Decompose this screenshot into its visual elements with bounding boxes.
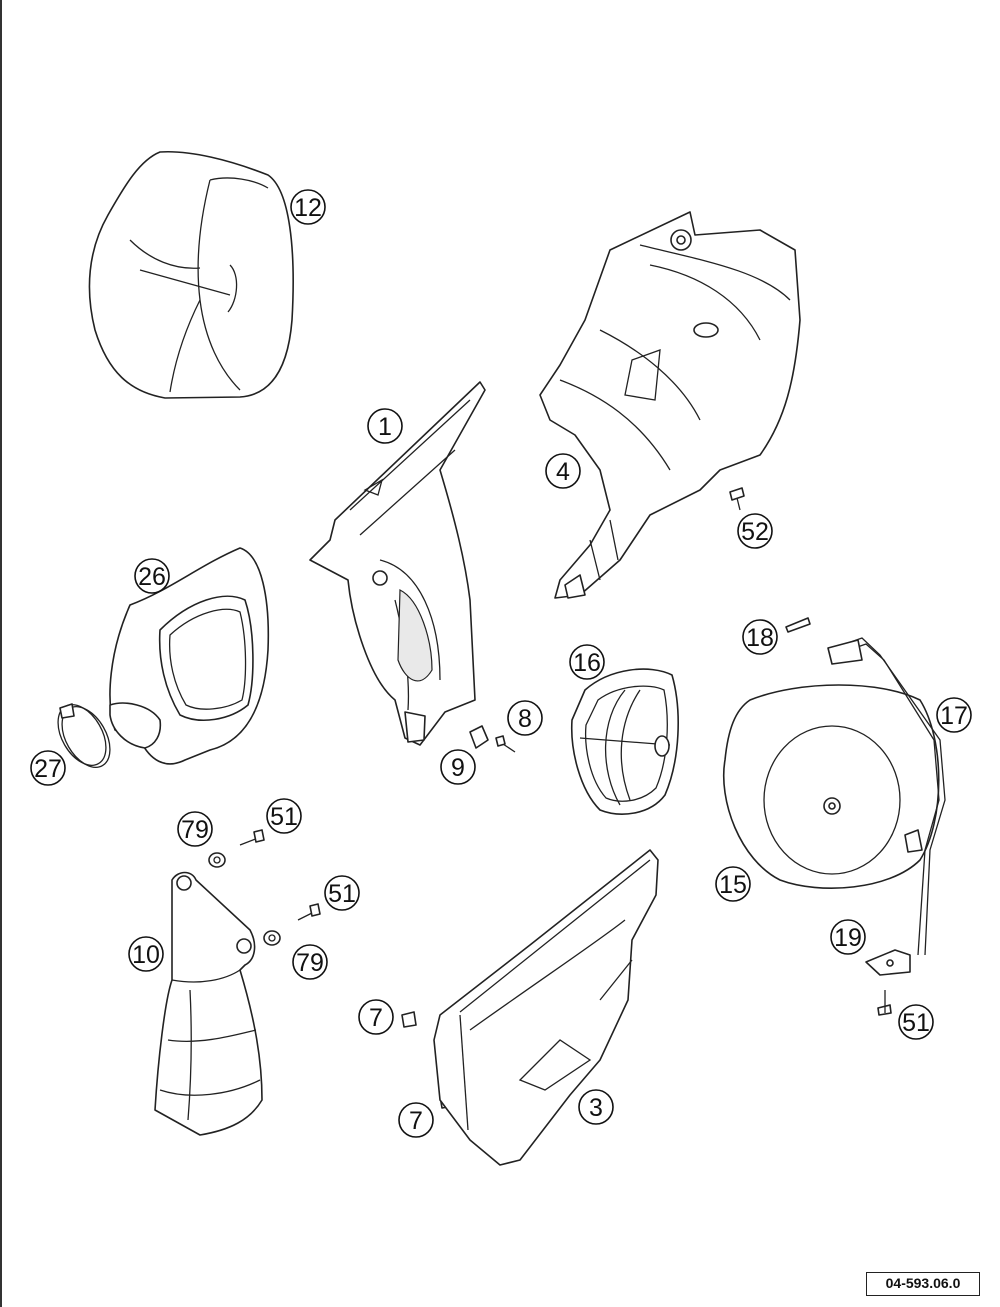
callout-4: 4 (545, 453, 581, 489)
drawing-code: 04-593.06.0 (866, 1272, 980, 1296)
part-16-filter-cage (570, 668, 679, 815)
callout-16: 16 (569, 644, 605, 680)
callout-label: 51 (328, 880, 356, 908)
part-12-air-filter-foam (88, 150, 294, 399)
callout-label: 9 (451, 754, 465, 782)
callout-circle (177, 811, 213, 847)
callout-27: 27 (30, 750, 66, 786)
callout-label: 8 (518, 705, 532, 733)
callout-79: 79 (292, 944, 328, 980)
callout-label: 79 (296, 949, 324, 977)
callout-label: 10 (132, 941, 160, 969)
callout-10: 10 (128, 936, 164, 972)
callout-label: 3 (589, 1094, 603, 1122)
callout-17: 17 (936, 697, 972, 733)
part-27-hose-clamp (57, 703, 111, 768)
callout-26: 26 (134, 558, 170, 594)
callout-circle (830, 919, 866, 955)
callout-label: 27 (34, 755, 62, 783)
callout-52: 52 (737, 513, 773, 549)
callout-circle (367, 408, 403, 444)
callout-8: 8 (507, 700, 543, 736)
callout-circle (742, 619, 778, 655)
part-3-side-panel (433, 849, 659, 1166)
callout-label: 12 (294, 194, 322, 222)
callout-51: 51 (266, 798, 302, 834)
part-51-screw-right (877, 990, 892, 1016)
part-10-side-cover (154, 871, 263, 1136)
callout-circle (440, 749, 476, 785)
callout-circle (715, 866, 751, 902)
callout-label: 7 (369, 1004, 383, 1032)
callout-label: 1 (378, 413, 392, 441)
part-17-filter-bracket (827, 637, 946, 956)
callout-circle (292, 944, 328, 980)
callout-circle (30, 750, 66, 786)
callout-circle (358, 999, 394, 1035)
callout-3: 3 (578, 1089, 614, 1125)
callout-circle (324, 875, 360, 911)
part-52-screw (729, 487, 745, 511)
callout-9: 9 (440, 749, 476, 785)
callout-label: 19 (834, 924, 862, 952)
part-15-air-filter (722, 684, 940, 889)
callout-51: 51 (324, 875, 360, 911)
callout-12: 12 (290, 189, 326, 225)
part-19-bracket (865, 949, 911, 976)
part-7-screw-top (401, 1011, 417, 1028)
callout-circle (737, 513, 773, 549)
callout-circle (898, 1004, 934, 1040)
callout-label: 4 (556, 458, 570, 486)
callout-label: 16 (573, 649, 601, 677)
callout-18: 18 (742, 619, 778, 655)
callout-label: 79 (181, 816, 209, 844)
callout-label: 17 (940, 702, 968, 730)
part-26-intake-boot (109, 547, 270, 765)
part-1-airbox-panel (309, 381, 486, 746)
part-79-washer-top (208, 852, 226, 868)
callout-circle (936, 697, 972, 733)
part-51-screw-top (239, 829, 265, 846)
callout-7: 7 (358, 999, 394, 1035)
callout-label: 18 (746, 624, 774, 652)
left-border (0, 0, 2, 1307)
callout-label: 51 (902, 1009, 930, 1037)
callout-label: 26 (138, 563, 166, 591)
callout-circle (134, 558, 170, 594)
callout-circle (398, 1102, 434, 1138)
part-79-washer-middle (263, 930, 281, 946)
callout-19: 19 (830, 919, 866, 955)
callout-1: 1 (367, 408, 403, 444)
callout-15: 15 (715, 866, 751, 902)
callout-51: 51 (898, 1004, 934, 1040)
callout-label: 51 (270, 803, 298, 831)
callout-circle (569, 644, 605, 680)
callout-circle (578, 1089, 614, 1125)
part-9-clip (469, 725, 489, 749)
part-4-rear-fender-airbox (539, 211, 801, 599)
callout-label: 52 (741, 518, 769, 546)
part-18-pin (785, 617, 811, 633)
part-51-screw-middle (297, 903, 321, 921)
callout-79: 79 (177, 811, 213, 847)
part-8-screw (495, 735, 516, 753)
callout-label: 7 (409, 1107, 423, 1135)
callout-circle (545, 453, 581, 489)
callout-circle (507, 700, 543, 736)
callout-label: 15 (719, 871, 747, 899)
callout-7: 7 (398, 1102, 434, 1138)
callout-circle (290, 189, 326, 225)
callout-circle (128, 936, 164, 972)
callout-circle (266, 798, 302, 834)
